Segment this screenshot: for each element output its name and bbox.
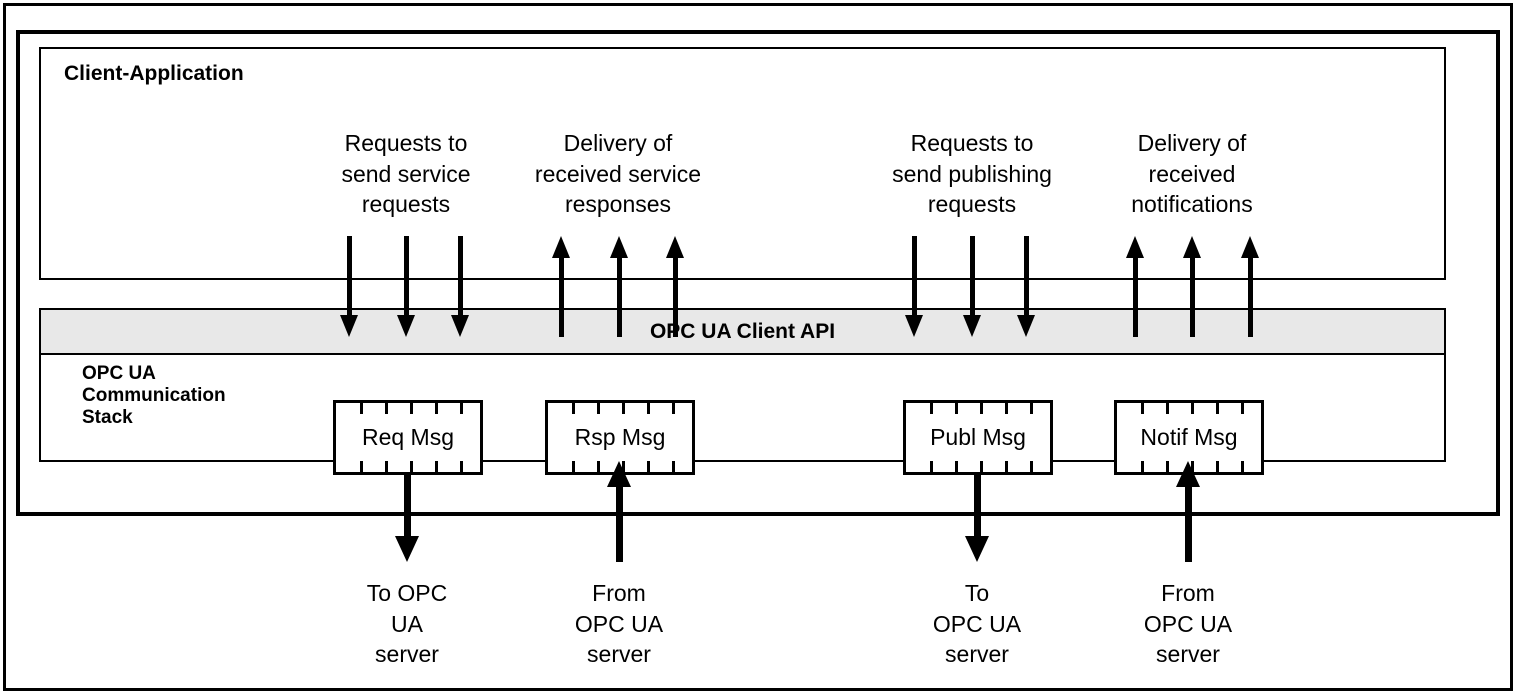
packet-tick-icon bbox=[1216, 461, 1219, 472]
packet-tick-icon bbox=[572, 403, 575, 414]
packet-tick-icon bbox=[460, 461, 463, 472]
message-box-label-req-msg: Req Msg bbox=[361, 424, 455, 450]
arrow-shaft bbox=[672, 258, 678, 337]
message-box-req-msg: Req Msg bbox=[333, 400, 483, 475]
packet-tick-icon bbox=[930, 403, 933, 414]
arrow-head-down-icon bbox=[397, 315, 415, 337]
arrow-shaft bbox=[403, 236, 409, 315]
packet-tick-icon bbox=[622, 403, 625, 414]
arrow-head-up-icon bbox=[1183, 236, 1201, 258]
opc-ua-client-api-label: OPC UA Client API bbox=[649, 319, 836, 343]
packet-tick-icon bbox=[647, 461, 650, 472]
packet-tick-icon bbox=[980, 403, 983, 414]
arrow-shaft bbox=[1184, 487, 1192, 562]
message-box-label-notif-msg: Notif Msg bbox=[1140, 424, 1238, 450]
arrow-head-down-icon bbox=[1017, 315, 1035, 337]
packet-tick-icon bbox=[360, 403, 363, 414]
opc-ua-communication-stack-label: OPC UA Communication Stack bbox=[82, 363, 226, 429]
packet-tick-icon bbox=[360, 461, 363, 472]
arrow-shaft bbox=[1189, 258, 1195, 337]
packet-tick-icon bbox=[572, 461, 575, 472]
arrow-shaft bbox=[1247, 258, 1253, 337]
caption-delivery-of-received-service-responses: Delivery of received service responses bbox=[534, 130, 702, 218]
packet-tick-icon bbox=[1030, 403, 1033, 414]
arrow-shaft bbox=[973, 472, 981, 536]
arrow-head-down-icon bbox=[905, 315, 923, 337]
packet-tick-icon bbox=[672, 461, 675, 472]
packet-tick-icon bbox=[980, 461, 983, 472]
arrow-shaft bbox=[558, 258, 564, 337]
arrow-head-down-icon bbox=[395, 536, 419, 562]
caption-from-opc-ua-server-response: From OPC UA server bbox=[574, 580, 664, 668]
arrow-head-down-icon bbox=[340, 315, 358, 337]
caption-requests-to-send-publishing-requests: Requests to send publishing requests bbox=[892, 130, 1052, 218]
arrow-head-up-icon bbox=[607, 461, 631, 487]
packet-tick-icon bbox=[1141, 461, 1144, 472]
arrow-shaft bbox=[403, 472, 411, 536]
arrow-head-up-icon bbox=[610, 236, 628, 258]
arrow-head-up-icon bbox=[1176, 461, 1200, 487]
packet-tick-icon bbox=[1241, 403, 1244, 414]
packet-tick-icon bbox=[955, 403, 958, 414]
packet-tick-icon bbox=[672, 403, 675, 414]
packet-tick-icon bbox=[410, 403, 413, 414]
packet-tick-icon bbox=[1241, 461, 1244, 472]
packet-tick-icon bbox=[460, 403, 463, 414]
packet-tick-icon bbox=[1005, 461, 1008, 472]
packet-tick-icon bbox=[1141, 403, 1144, 414]
arrow-head-up-icon bbox=[666, 236, 684, 258]
packet-tick-icon bbox=[1166, 461, 1169, 472]
caption-to-opc-ua-server-publish: To OPC UA server bbox=[932, 580, 1022, 668]
caption-requests-to-send-service-requests: Requests to send service requests bbox=[341, 130, 471, 218]
arrow-head-down-icon bbox=[963, 315, 981, 337]
packet-tick-icon bbox=[1191, 403, 1194, 414]
packet-tick-icon bbox=[597, 461, 600, 472]
packet-tick-icon bbox=[597, 403, 600, 414]
arrow-shaft bbox=[457, 236, 463, 315]
arrow-shaft bbox=[346, 236, 352, 315]
arrow-head-down-icon bbox=[451, 315, 469, 337]
packet-tick-icon bbox=[1166, 403, 1169, 414]
packet-tick-icon bbox=[435, 461, 438, 472]
packet-tick-icon bbox=[385, 461, 388, 472]
message-box-publ-msg: Publ Msg bbox=[903, 400, 1053, 475]
packet-tick-icon bbox=[647, 403, 650, 414]
caption-to-opc-ua-server-request: To OPC UA server bbox=[366, 580, 448, 668]
client-application-box: Client-Application bbox=[39, 47, 1446, 280]
caption-delivery-of-received-notifications: Delivery of received notifications bbox=[1131, 130, 1253, 218]
client-application-label: Client-Application bbox=[64, 62, 244, 85]
arrow-shaft bbox=[1132, 258, 1138, 337]
message-box-label-rsp-msg: Rsp Msg bbox=[574, 424, 666, 450]
packet-tick-icon bbox=[1216, 403, 1219, 414]
packet-tick-icon bbox=[435, 403, 438, 414]
arrow-head-up-icon bbox=[552, 236, 570, 258]
arrow-shaft bbox=[969, 236, 975, 315]
arrow-head-up-icon bbox=[1241, 236, 1259, 258]
packet-tick-icon bbox=[955, 461, 958, 472]
packet-tick-icon bbox=[930, 461, 933, 472]
packet-tick-icon bbox=[1005, 403, 1008, 414]
arrow-shaft bbox=[616, 258, 622, 337]
arrow-head-up-icon bbox=[1126, 236, 1144, 258]
arrow-shaft bbox=[615, 487, 623, 562]
message-box-label-publ-msg: Publ Msg bbox=[930, 424, 1026, 450]
packet-tick-icon bbox=[1030, 461, 1033, 472]
arrow-head-down-icon bbox=[965, 536, 989, 562]
caption-from-opc-ua-server-notification: From OPC UA server bbox=[1143, 580, 1233, 668]
packet-tick-icon bbox=[410, 461, 413, 472]
arrow-shaft bbox=[1023, 236, 1029, 315]
opc-ua-client-api-band: OPC UA Client API bbox=[39, 308, 1446, 355]
packet-tick-icon bbox=[385, 403, 388, 414]
arrow-shaft bbox=[911, 236, 917, 315]
